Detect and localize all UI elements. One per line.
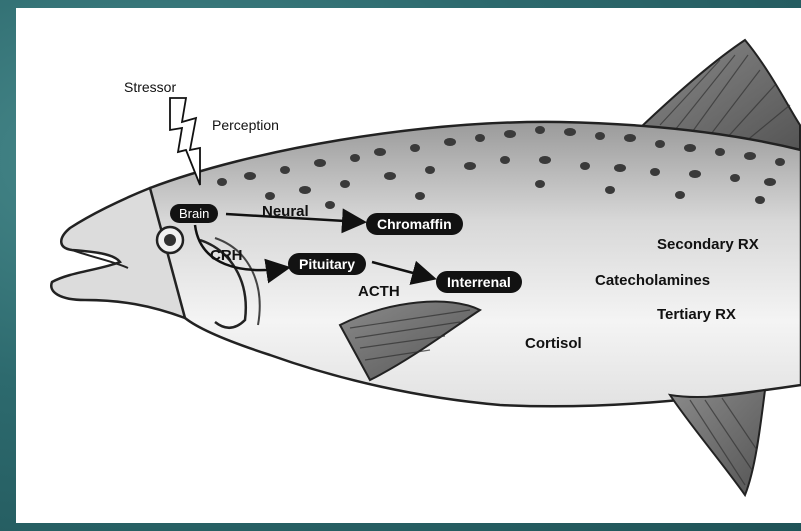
acth-label: ACTH xyxy=(358,284,400,299)
neural-label: Neural xyxy=(262,204,309,219)
catecholamines-label: Catecholamines xyxy=(595,273,710,288)
perception-label: Perception xyxy=(212,118,279,132)
tertiary-rx-label: Tertiary RX xyxy=(657,307,736,322)
interrenal-node: Interrenal xyxy=(436,271,522,293)
pituitary-node: Pituitary xyxy=(288,253,366,275)
brain-node: Brain xyxy=(170,204,218,223)
chromaffin-node: Chromaffin xyxy=(366,213,463,235)
stressor-label: Stressor xyxy=(124,80,176,94)
secondary-rx-label: Secondary RX xyxy=(657,237,759,252)
crh-label: CRH xyxy=(210,248,243,263)
stressor-lightning-icon xyxy=(170,98,200,185)
cortisol-label: Cortisol xyxy=(525,336,582,351)
